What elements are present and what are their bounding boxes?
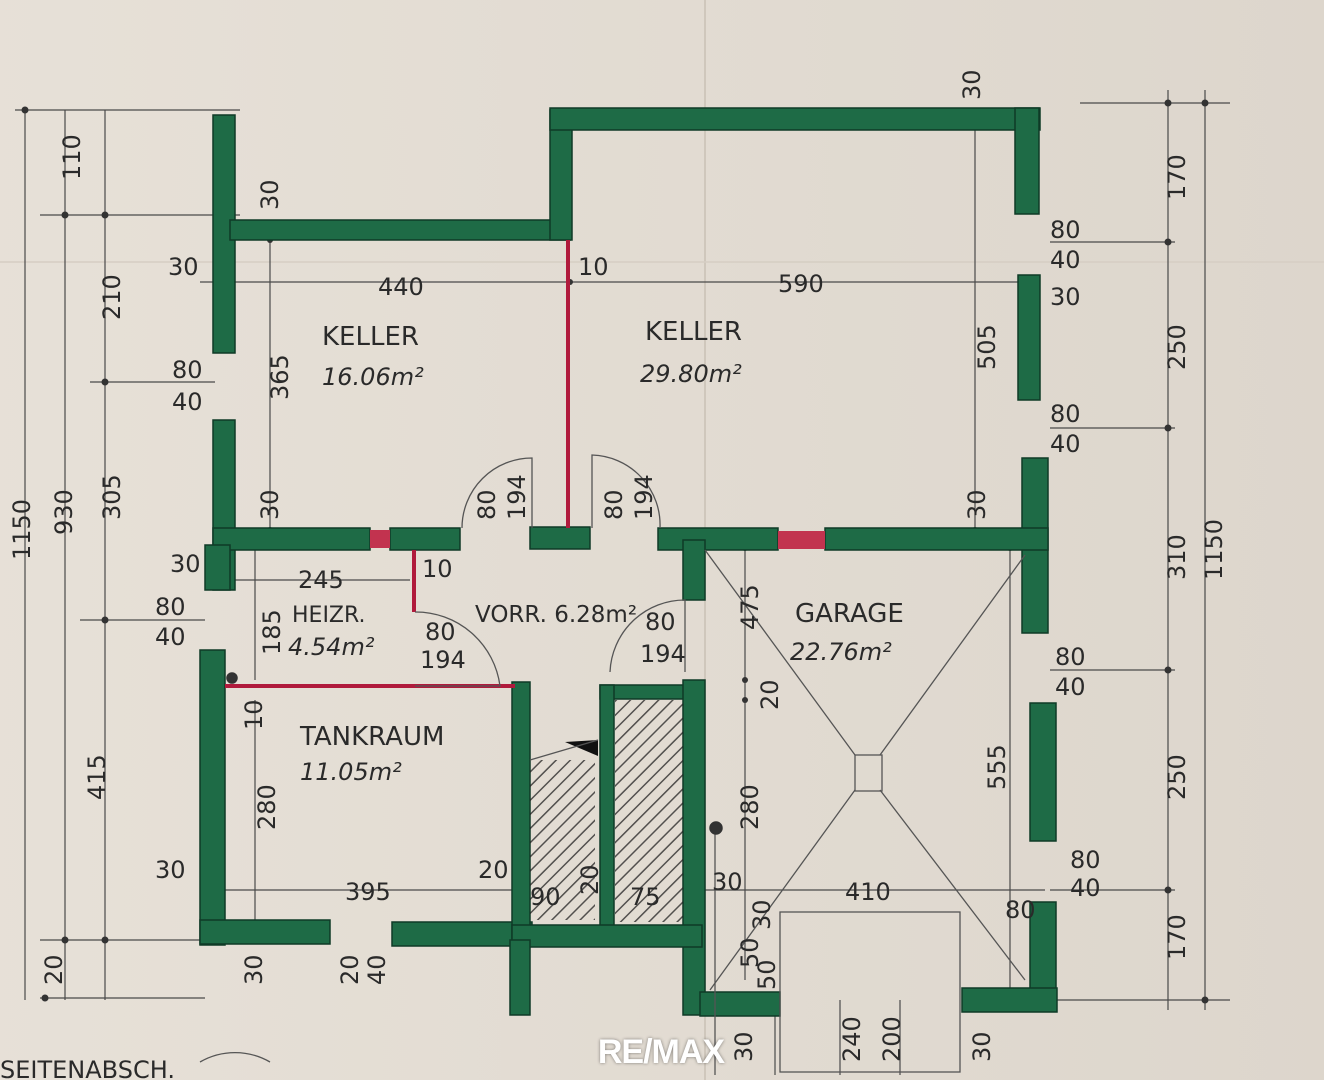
dim-wall-30-right: 30: [1050, 283, 1081, 311]
dim-20b: 20: [576, 864, 604, 895]
dim-10b: 10: [422, 555, 453, 583]
dim-90: 90: [530, 883, 561, 911]
door-swings: [199, 454, 686, 1063]
dim-garage-30c: 30: [730, 1031, 758, 1062]
dim-window-r4-80: 80: [1070, 846, 1101, 874]
dim-10: 10: [578, 253, 609, 281]
dim-garage-240: 240: [838, 1016, 866, 1062]
room-keller-1-area: 16.06m²: [322, 363, 424, 391]
dim-280-garage: 280: [736, 784, 764, 830]
dim-bottom-40: 40: [363, 954, 391, 985]
dim-left-1150: 1150: [8, 499, 36, 560]
room-tankraum-name: TANKRAUM: [299, 722, 444, 752]
dim-door1-194: 194: [503, 474, 531, 520]
dim-window-heiz-80: 80: [155, 593, 186, 621]
dim-door4-80: 80: [645, 608, 676, 636]
dim-window-r3-80: 80: [1055, 643, 1086, 671]
walls: [199, 107, 1058, 1017]
dim-door2-80: 80: [600, 489, 628, 520]
dim-right-170-bottom: 170: [1163, 914, 1191, 960]
dim-garage-80: 80: [1005, 896, 1036, 924]
dim-garage-50b: 50: [753, 959, 781, 990]
dim-window-r1-40: 40: [1050, 246, 1081, 274]
dim-30-c: 30: [712, 868, 743, 896]
room-heizraum-area: 4.54m²: [288, 633, 375, 661]
garage-lines: [704, 549, 1026, 1075]
room-heizraum-name: HEIZR.: [292, 603, 366, 628]
dim-440: 440: [378, 273, 424, 301]
remax-logo: RE/MAX: [597, 1033, 725, 1071]
dim-wall-30-mid: 30: [256, 489, 284, 520]
section-caption: SEITENABSCH.: [0, 1056, 175, 1080]
dim-590: 590: [778, 270, 824, 298]
stair-hatch: [529, 700, 683, 922]
room-vorraum-name: VORR. 6.28m²: [475, 602, 637, 628]
dim-75: 75: [630, 883, 661, 911]
dim-left-210: 210: [98, 274, 126, 320]
dim-garage-30: 30: [748, 899, 776, 930]
dim-wall-30-bottom: 30: [240, 954, 268, 985]
dim-right-170-top: 170: [1163, 154, 1191, 200]
dim-door4-194: 194: [640, 640, 686, 668]
dim-window-r3-40: 40: [1055, 673, 1086, 701]
dim-20a: 20: [478, 856, 509, 884]
room-keller-2-name: KELLER: [645, 317, 742, 347]
dim-left-415: 415: [83, 754, 111, 800]
dim-wall-30-upper: 30: [256, 179, 284, 210]
dim-window-left-80: 80: [172, 356, 203, 384]
dim-wall-30-garage: 30: [963, 489, 991, 520]
dim-left-305: 305: [98, 474, 126, 520]
dim-555: 555: [983, 744, 1011, 790]
dim-top-30: 30: [958, 69, 986, 100]
dim-395: 395: [345, 878, 391, 906]
dimension-labels: 110 210 305 415 20 1150 930 170 250 310 …: [8, 69, 1228, 1062]
dim-garage-50a: 50: [736, 937, 764, 968]
dim-505: 505: [973, 324, 1001, 370]
room-garage-name: GARAGE: [795, 599, 904, 629]
room-garage-area: 22.76m²: [790, 638, 892, 666]
dim-door3-80: 80: [425, 618, 456, 646]
dim-window-r2-40: 40: [1050, 430, 1081, 458]
dim-window-r4-40: 40: [1070, 874, 1101, 902]
dim-door1-80: 80: [473, 489, 501, 520]
dim-right-310: 310: [1163, 534, 1191, 580]
dim-right-1150: 1150: [1200, 519, 1228, 580]
room-labels: KELLER 16.06m² KELLER 29.80m² HEIZR. 4.5…: [288, 317, 904, 786]
dim-window-r2-80: 80: [1050, 400, 1081, 428]
dim-wall-30-tank: 30: [155, 856, 186, 884]
dim-wall-30-heiz: 30: [170, 550, 201, 578]
room-keller-1-name: KELLER: [322, 322, 419, 352]
dim-window-left-40: 40: [172, 388, 203, 416]
dim-10-vert: 10: [240, 699, 268, 730]
dim-door2-194: 194: [630, 474, 658, 520]
dim-door3-194: 194: [420, 646, 466, 674]
dim-365: 365: [266, 354, 294, 400]
dim-20-vert: 20: [756, 679, 784, 710]
dim-garage-30b: 30: [968, 1031, 996, 1062]
room-tankraum-area: 11.05m²: [300, 758, 402, 786]
dim-20c: 20: [336, 954, 364, 985]
dim-left-930: 930: [50, 489, 78, 535]
dim-right-250-bottom: 250: [1163, 754, 1191, 800]
dim-window-heiz-40: 40: [155, 623, 186, 651]
dim-left-20: 20: [40, 954, 68, 985]
dim-left-110: 110: [58, 134, 86, 180]
dim-window-r1-80: 80: [1050, 216, 1081, 244]
dim-wall-30-left: 30: [168, 253, 199, 281]
room-keller-2-area: 29.80m²: [640, 360, 742, 388]
dim-410: 410: [845, 878, 891, 906]
dim-185: 185: [258, 609, 286, 655]
dim-245: 245: [298, 566, 344, 594]
dim-right-250-top: 250: [1163, 324, 1191, 370]
dim-280-tank: 280: [253, 784, 281, 830]
dim-475: 475: [736, 584, 764, 630]
left-dimension-lines: [15, 106, 240, 1002]
dim-garage-200: 200: [878, 1016, 906, 1062]
